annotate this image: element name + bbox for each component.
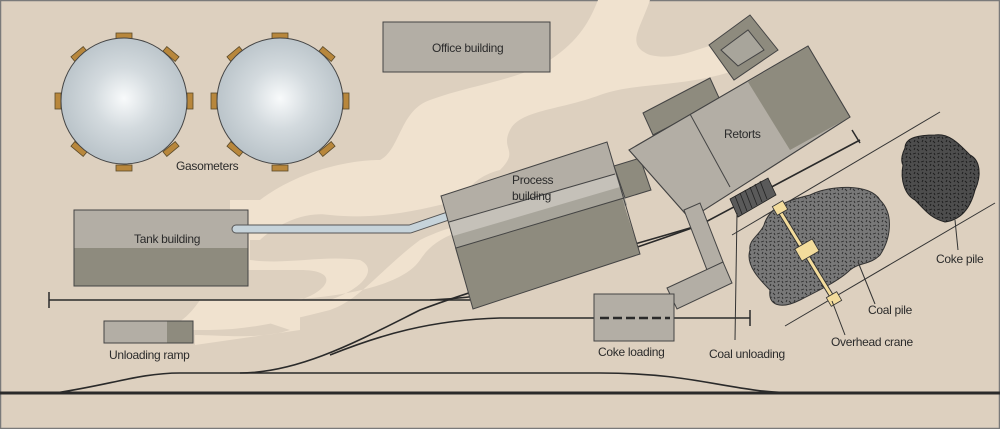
coke-loading-label: Coke loading (598, 345, 664, 359)
process-building[interactable]: Process building (440, 141, 641, 310)
connector (613, 157, 652, 199)
process-label-2: building (512, 189, 551, 203)
gasometer-right[interactable] (210, 32, 350, 172)
office-label: Office building (432, 41, 503, 55)
unloading-ramp-label: Unloading ramp (109, 348, 190, 362)
crane-rails (731, 111, 996, 327)
retorts-label: Retorts (724, 127, 761, 141)
tank-label: Tank building (134, 232, 200, 246)
coal-pile-label: Coal pile (868, 303, 913, 317)
path-area (150, 0, 760, 330)
office-building[interactable]: Office building (382, 21, 551, 73)
overhead-crane[interactable]: Overhead crane (771, 200, 914, 349)
coal-unloading[interactable]: Coal unloading (709, 177, 785, 361)
overhead-crane-label: Overhead crane (831, 335, 913, 349)
unloading-ramp[interactable]: Unloading ramp (103, 320, 194, 362)
tank-building[interactable]: Tank building (73, 209, 249, 287)
process-label-1: Process (512, 173, 554, 187)
coal-unloading-label: Coal unloading (709, 347, 785, 361)
gasometers-label: Gasometers (176, 159, 239, 173)
path-area-lower (195, 300, 300, 345)
coke-loading[interactable]: Coke loading (593, 293, 675, 359)
coke-pile[interactable]: Coke pile (901, 134, 984, 266)
gasometer-left[interactable] (54, 32, 194, 172)
coke-pile-label: Coke pile (936, 252, 984, 266)
retorts[interactable]: Retorts (628, 14, 851, 310)
